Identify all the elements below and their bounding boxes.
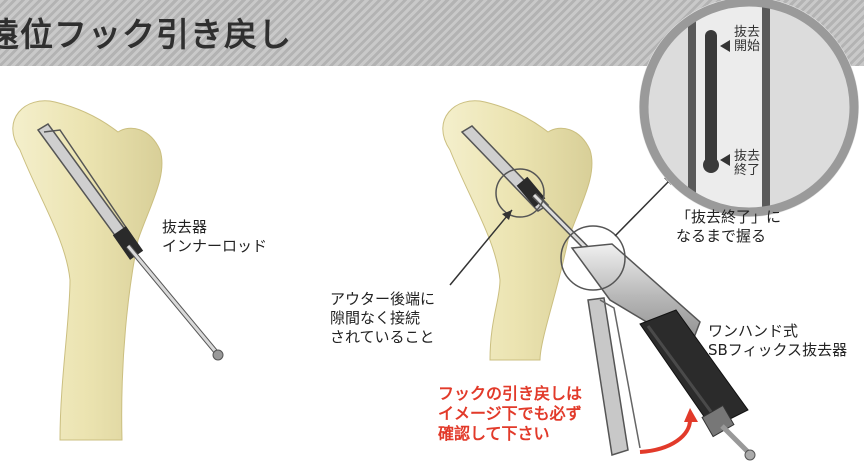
squeeze-arrow	[639, 408, 698, 454]
label-outer-connection: アウター後端に 隙間なく接続 されていること	[330, 290, 436, 346]
label-extractor-inner-rod: 抜去器 インナーロッド	[162, 218, 268, 255]
right-femur-illustration	[442, 100, 593, 361]
left-femur-illustration	[12, 100, 163, 441]
label-one-hand-extractor: ワンハンド式 SBフィックス抜去器	[708, 322, 848, 359]
warning-note: フックの引き戻しは イメージ下でも必ず 確認して下さい	[438, 384, 583, 443]
label-grip-until-end: 「抜去終了」に なるまで握る	[676, 208, 782, 245]
page-title: 遠位フック引き戻し	[0, 15, 292, 54]
callout-outer-connection	[449, 168, 545, 286]
magnifier-start-label: 抜去 開始	[734, 25, 761, 54]
magnifier-view	[639, 0, 859, 217]
left-extractor-illustration	[36, 123, 224, 361]
right-extractor-illustration	[460, 125, 756, 461]
magnifier-end-label: 抜去 終了	[734, 149, 761, 178]
